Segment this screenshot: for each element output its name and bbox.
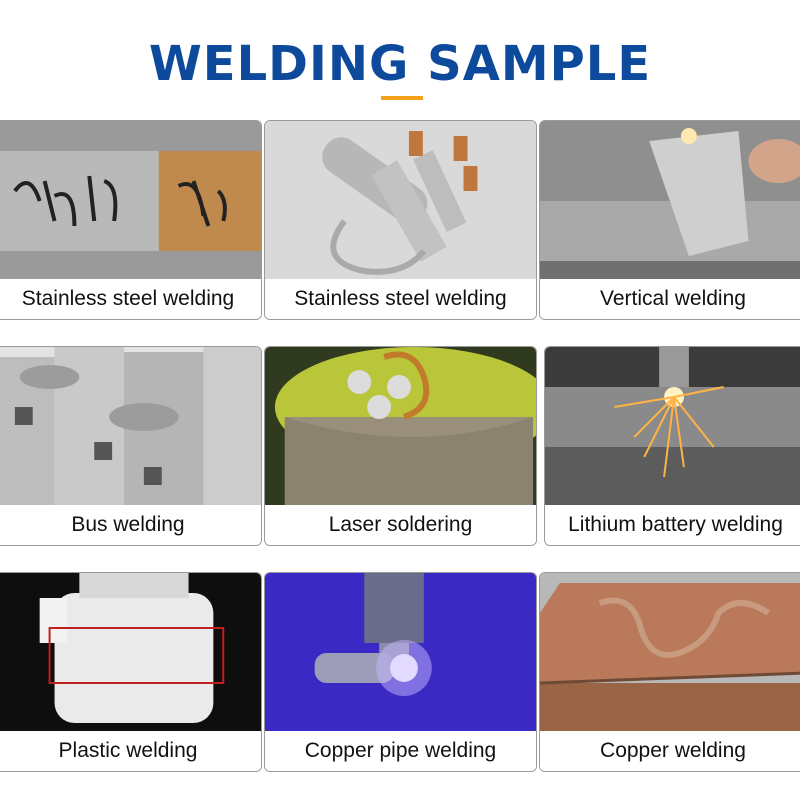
sample-card-bus[interactable]: Bus welding — [0, 346, 262, 546]
sample-card-lithium-battery[interactable]: Lithium battery welding — [544, 346, 800, 546]
page-title: WELDING SAMPLE — [148, 36, 652, 92]
sample-caption: Vertical welding — [540, 279, 800, 319]
sample-caption: Lithium battery welding — [545, 505, 800, 545]
sample-photo — [545, 347, 800, 505]
sample-card-vertical[interactable]: Vertical welding — [539, 120, 800, 320]
sample-photo — [265, 347, 536, 505]
sample-caption: Stainless steel welding — [265, 279, 536, 319]
sample-card-stainless-steel[interactable]: Stainless steel welding — [0, 120, 262, 320]
sample-photo — [0, 573, 261, 731]
sample-photo — [265, 121, 536, 279]
sample-card-plastic[interactable]: Plastic welding — [0, 572, 262, 772]
sample-photo — [540, 121, 800, 279]
sample-card-copper-pipe[interactable]: Copper pipe welding — [264, 572, 537, 772]
sample-photo — [540, 573, 800, 731]
sample-caption: Laser soldering — [265, 505, 536, 545]
title-underline — [381, 96, 423, 100]
sample-caption: Copper welding — [540, 731, 800, 771]
sample-card-laser-soldering[interactable]: Laser soldering — [264, 346, 537, 546]
sample-photo — [265, 573, 536, 731]
sample-caption: Stainless steel welding — [0, 279, 261, 319]
sample-caption: Copper pipe welding — [265, 731, 536, 771]
sample-card-copper[interactable]: Copper welding — [539, 572, 800, 772]
sample-card-stainless-steel-tubes[interactable]: Stainless steel welding — [264, 120, 537, 320]
sample-photo — [0, 347, 261, 505]
sample-caption: Bus welding — [0, 505, 261, 545]
sample-caption: Plastic welding — [0, 731, 261, 771]
sample-photo — [0, 121, 261, 279]
